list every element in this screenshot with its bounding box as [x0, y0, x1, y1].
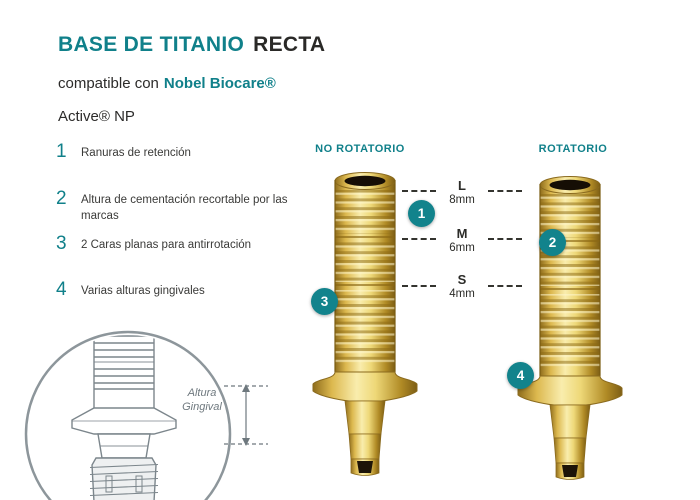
compat-prefix: compatible con: [58, 75, 159, 92]
feature-list: 1 Ranuras de retención 2 Altura de cemen…: [56, 141, 294, 301]
dash-line-M-right: [488, 238, 522, 240]
size-letter: M: [456, 226, 468, 241]
feature-number: 1: [56, 141, 67, 162]
dash-line-S-left: [402, 285, 436, 287]
gingival-detail-circle: [24, 330, 268, 500]
model-name: Active® NP: [58, 108, 135, 125]
feature-number: 2: [56, 187, 67, 209]
compat-brand: Nobel Biocare®: [163, 75, 276, 92]
feature-text: Ranuras de retención: [81, 147, 191, 159]
size-label-S: S 4mm: [440, 272, 484, 301]
size-letter: S: [457, 272, 467, 287]
page-title: BASE DE TITANIO RECTA: [58, 33, 325, 57]
size-value: 8mm: [449, 194, 475, 207]
callout-marker-1: 1: [408, 200, 435, 227]
callout-marker-2: 2: [539, 229, 566, 256]
size-label-L: L 8mm: [440, 178, 484, 207]
gingival-height-label: Altura Gingival: [170, 387, 234, 415]
feature-text: 2 Caras planas para antirrotación: [81, 239, 252, 252]
detail-line-drawing: [71, 335, 177, 500]
size-value: 4mm: [449, 288, 475, 301]
abutment-no-rotatorio-image: [312, 171, 418, 477]
column-label-rotatorio: ROTATORIO: [538, 143, 608, 155]
dash-line-L-right: [488, 190, 522, 192]
gingival-height-label-line2: Gingival: [182, 400, 222, 413]
feature-item-3: 3 2 Caras planas para antirrotación: [56, 233, 294, 255]
callout-marker-4: 4: [507, 362, 534, 389]
dash-line-M-left: [402, 238, 436, 240]
size-value: 6mm: [449, 242, 475, 255]
title-accent: RECTA: [253, 33, 326, 56]
callout-marker-3: 3: [311, 288, 338, 315]
feature-text: Altura de cementación recortable por las…: [81, 193, 288, 222]
abutment-rotatorio-image: [517, 175, 623, 481]
size-label-M: M 6mm: [440, 226, 484, 255]
dash-line-S-right: [488, 285, 522, 287]
size-letter: L: [458, 178, 466, 193]
column-label-no-rotatorio: NO ROTATORIO: [315, 143, 405, 155]
title-main: BASE DE TITANIO: [58, 33, 245, 56]
feature-item-4: 4 Varias alturas gingivales: [56, 278, 294, 301]
gingival-height-label-line1: Altura: [187, 387, 217, 399]
feature-text: Varias alturas gingivales: [81, 284, 205, 297]
feature-item-2: 2 Altura de cementación recortable por l…: [56, 187, 294, 224]
gingival-height-arrow: [224, 384, 268, 446]
feature-item-1: 1 Ranuras de retención: [56, 141, 294, 163]
dash-line-L-left: [402, 190, 436, 192]
feature-number: 4: [56, 278, 67, 300]
feature-number: 3: [56, 233, 67, 255]
